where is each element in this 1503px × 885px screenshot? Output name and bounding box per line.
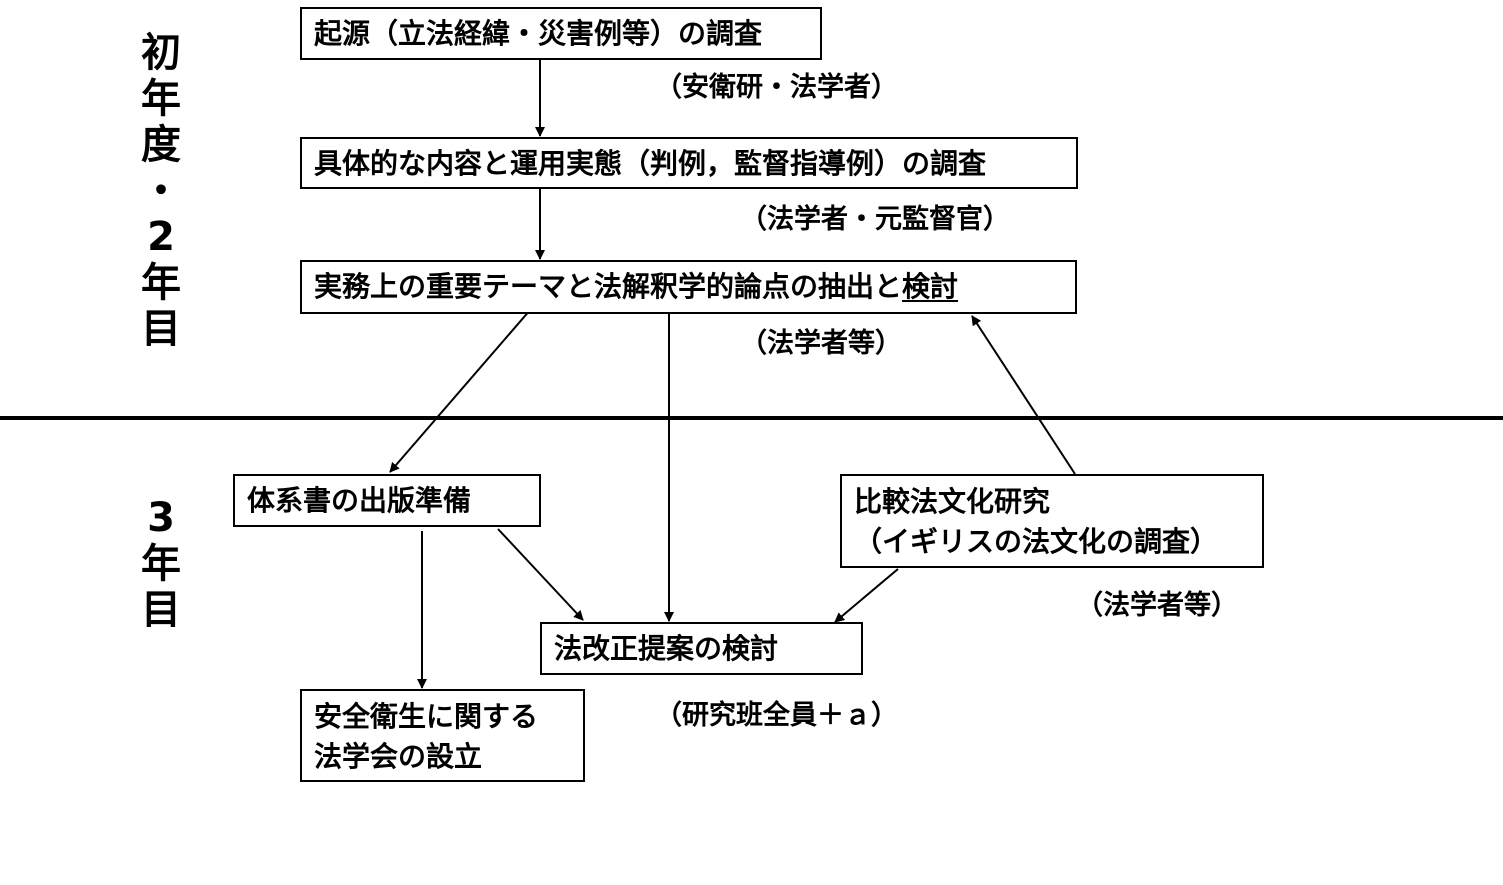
box-reform-label: 法改正提案の検討 — [554, 632, 779, 665]
box-content-label: 具体的な内容と運用実態（判例，監督指導例）の調査 — [314, 147, 987, 180]
note-reform-participants: （研究班全員＋ａ） — [655, 700, 898, 731]
period-char: 年 — [141, 260, 181, 306]
box-society-label-1: 安全衛生に関する — [314, 700, 539, 733]
period-char: 年 — [141, 541, 181, 587]
box-origin-label: 起源（立法経緯・災害例等）の調査 — [314, 17, 763, 50]
period-char: 年 — [141, 76, 181, 122]
box-content-practice-research: 具体的な内容と運用実態（判例，監督指導例）の調査 — [300, 137, 1078, 189]
box-comparative-label-1: 比較法文化研究 — [854, 485, 1051, 518]
arrow-comparative-to-themes — [971, 315, 1076, 475]
period-char: 目 — [141, 306, 181, 352]
arrow-textbook-to-reform — [497, 528, 584, 621]
arrow-comparative-to-reform — [834, 568, 899, 623]
box-origin-research: 起源（立法経緯・災害例等）の調査 — [300, 7, 822, 60]
box-textbook-label: 体系書の出版準備 — [247, 484, 472, 517]
note-themes-participants: （法学者等） — [740, 328, 902, 359]
box-law-reform-proposal: 法改正提案の検討 — [540, 622, 863, 675]
period-char: 度 — [141, 122, 181, 168]
box-themes-label: 実務上の重要テーマと法解釈学的論点の抽出と — [314, 270, 903, 303]
period-char: ・ — [141, 168, 181, 214]
note-comparative-participants: （法学者等） — [1076, 590, 1238, 621]
period-label-years-1-2: 初 年 度 ・ 2 年 目 — [137, 30, 185, 352]
period-char: 初 — [141, 30, 181, 76]
box-comparative-legal-culture: 比較法文化研究 （イギリスの法文化の調査） — [840, 474, 1264, 568]
box-academic-society-founding: 安全衛生に関する 法学会の設立 — [300, 689, 585, 782]
period-label-year-3: 3 年 目 — [137, 495, 185, 633]
box-key-themes-analysis: 実務上の重要テーマと法解釈学的論点の抽出と検討 — [300, 260, 1077, 314]
note-origin-participants: （安衛研・法学者） — [655, 72, 898, 103]
period-char: 3 — [147, 495, 175, 541]
box-comparative-label-2: （イギリスの法文化の調査） — [854, 525, 1219, 558]
arrow-themes-to-textbook — [389, 301, 538, 473]
period-char: 目 — [141, 587, 181, 633]
note-content-participants: （法学者・元監督官） — [740, 204, 1010, 235]
box-textbook-preparation: 体系書の出版準備 — [233, 474, 541, 527]
box-themes-underlined-label: 検討 — [902, 270, 959, 303]
period-char: 2 — [147, 214, 175, 260]
box-society-label-2: 法学会の設立 — [314, 740, 483, 773]
